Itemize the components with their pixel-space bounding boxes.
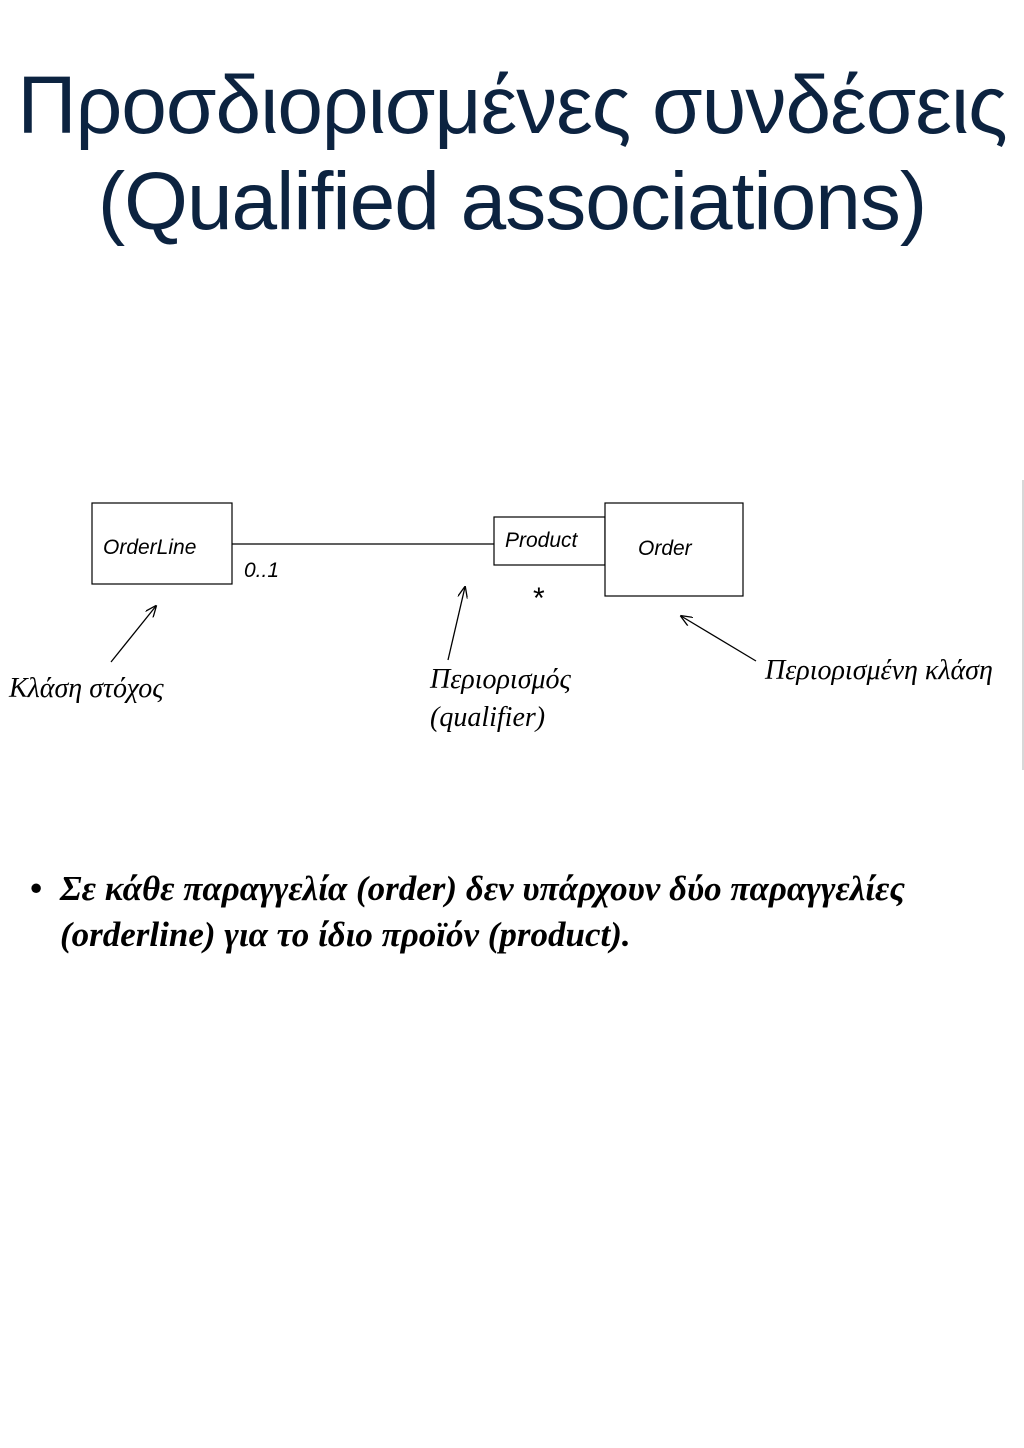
bullet-dot-icon: • (30, 869, 43, 908)
order-class-label: Order (638, 537, 693, 560)
annotation-qualifier-en: (qualifier) (430, 702, 545, 733)
arrow-to-qualifier (447, 587, 465, 661)
uml-diagram: OrderLine 0..1 Product Order * Κλάση στό… (8, 502, 993, 733)
product-qualifier: Product (493, 516, 606, 566)
edge-divider (1022, 480, 1024, 770)
annotation-qualified-class: Περιορισμένη κλάση (764, 655, 993, 686)
annotation-target-class: Κλάση στόχος (8, 673, 164, 704)
title-line-2: (Qualified associations) (97, 156, 927, 247)
bullet-item: • Σε κάθε παραγγελία (order) δεν υπάρχου… (30, 866, 990, 958)
annotation-qualifier: Περιορισμός (429, 664, 572, 695)
title-line-1: Προσδιορισμένες συνδέσεις (17, 60, 1007, 151)
orderline-class-label: OrderLine (103, 536, 196, 559)
arrow-to-target-class (110, 606, 156, 663)
orderline-class: OrderLine (91, 502, 233, 585)
arrow-to-qualified-class (681, 616, 757, 662)
order-class: Order (604, 502, 744, 597)
slide-title: Προσδιορισμένες συνδέσεις (Qualified ass… (0, 58, 1024, 250)
bullet-text: Σε κάθε παραγγελία (order) δεν υπάρχουν … (60, 869, 905, 954)
multiplicity-target: 0..1 (244, 559, 279, 582)
multiplicity-qualifier: * (533, 582, 545, 615)
product-qualifier-label: Product (505, 529, 579, 552)
